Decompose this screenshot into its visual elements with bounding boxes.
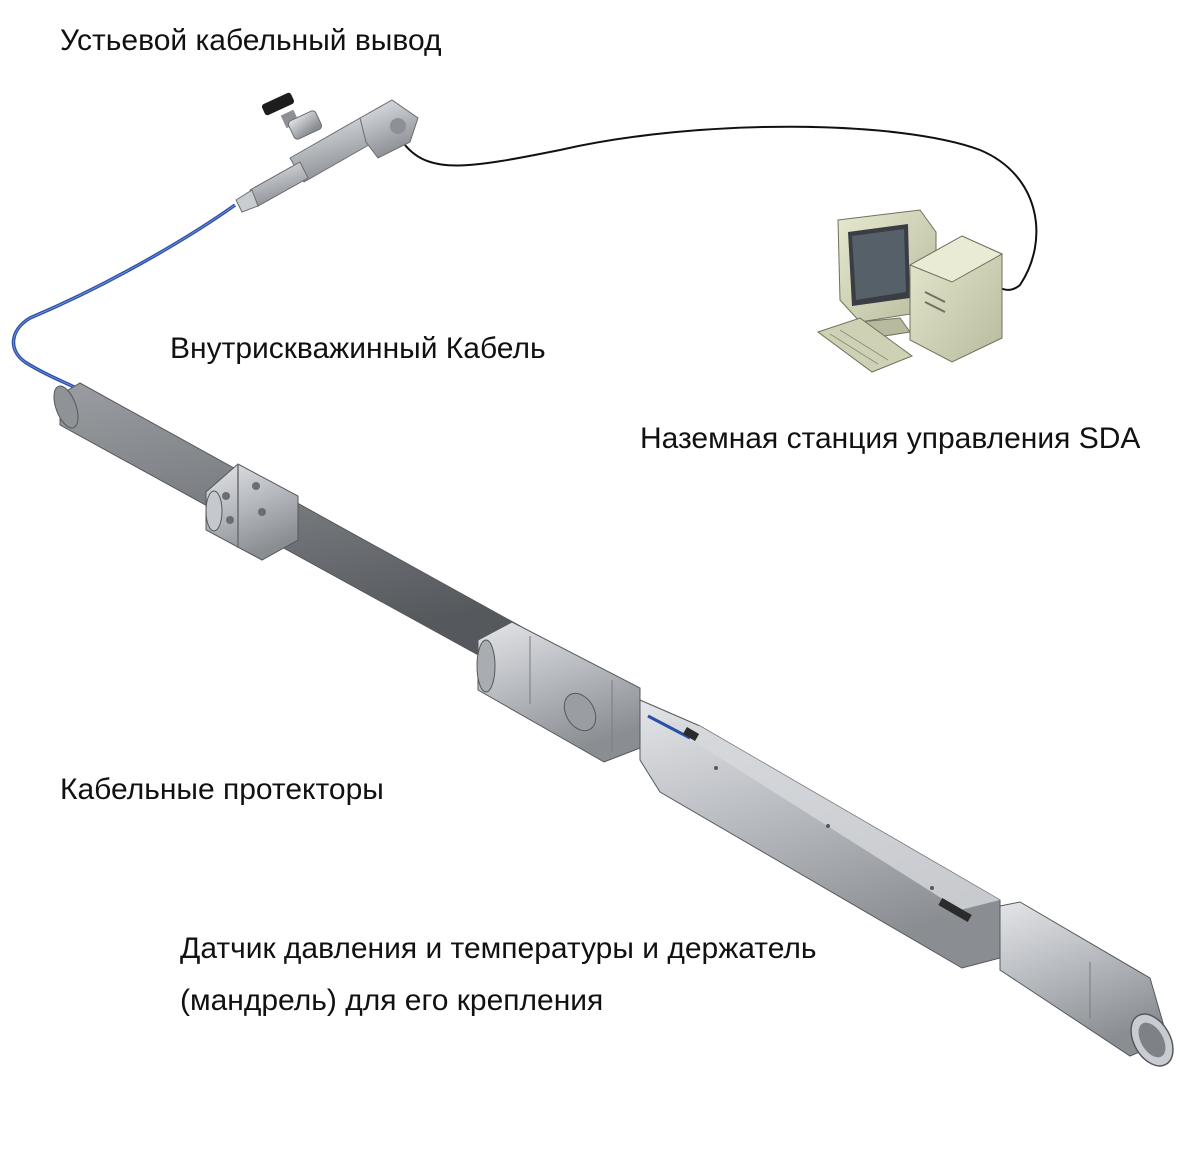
surface-station-label: Наземная станция управления SDA (640, 422, 1141, 455)
gauge-mandrel (639, 699, 1001, 969)
computer-station (816, 209, 1004, 373)
gauge-label-line1: Датчик давления и температуры и держател… (180, 932, 817, 965)
cable-protectors-label: Кабельные протекторы (60, 773, 384, 806)
wellhead-outlet (235, 92, 419, 213)
gauge-label-line2: (мандрель) для его крепления (180, 984, 604, 1017)
downhole-cable-label: Внутрискважинный Кабель (170, 332, 546, 365)
wellhead-label: Устьевой кабельный вывод (60, 24, 442, 57)
tubing-coupling (476, 621, 641, 763)
cable-protector-clamp (205, 463, 299, 561)
lower-pipe (999, 901, 1174, 1067)
surface-wire (404, 125, 1038, 291)
